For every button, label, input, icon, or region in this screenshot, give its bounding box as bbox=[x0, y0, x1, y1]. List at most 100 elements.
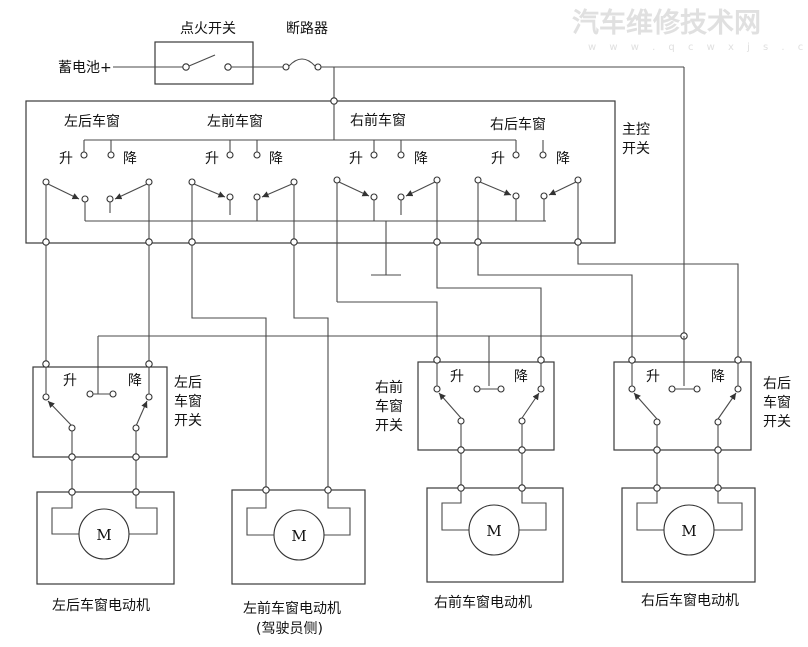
main-col-title-lf: 左前车窗 bbox=[207, 113, 263, 130]
dsw-lr-term-c bbox=[68, 453, 76, 461]
watermark-site: w w w . q c w x j s . c o m bbox=[588, 42, 808, 53]
main-lr-down-contact bbox=[107, 151, 115, 159]
dsw-rr-in-b bbox=[734, 385, 742, 393]
dsw-rr-blade-b bbox=[717, 392, 737, 420]
main-down-rr: 降 bbox=[556, 151, 570, 167]
dsw-rr-label-1: 右后 bbox=[763, 376, 791, 392]
motor-rr-lead-b bbox=[714, 491, 743, 531]
wire-rf-b bbox=[436, 245, 542, 360]
main-rf-down-contact bbox=[397, 151, 405, 159]
dsw-lr-label-2: 车窗 bbox=[174, 393, 202, 410]
ignition-label: 点火开关 bbox=[180, 21, 236, 37]
motor-rr-m: M bbox=[681, 522, 696, 540]
main-lr-blade-a bbox=[47, 183, 80, 200]
motor-lf-box bbox=[231, 489, 366, 585]
motor-lr-lead-a bbox=[51, 495, 79, 535]
main-up-rf: 升 bbox=[349, 151, 363, 167]
main-terminal-5 bbox=[433, 238, 441, 246]
main-lf-throw-b bbox=[253, 193, 261, 201]
wire-lf-b bbox=[293, 245, 329, 490]
motor-rr-label: 右后车窗电动机 bbox=[641, 592, 739, 609]
motor-rf-term-a bbox=[457, 484, 465, 492]
main-terminal-4 bbox=[290, 238, 298, 246]
wire-rr-b bbox=[577, 245, 739, 360]
dsw-rr-term-d bbox=[714, 446, 722, 454]
main-switch-label-1: 主控 bbox=[622, 122, 650, 138]
dsw-rr-blade-a bbox=[633, 392, 658, 420]
dsw-lr-pivot-b bbox=[132, 424, 140, 432]
ignition-switch-box bbox=[154, 41, 254, 85]
main-lf-blade-b bbox=[261, 183, 293, 198]
main-rf-throw-b bbox=[397, 193, 405, 201]
dsw-rr-term-a bbox=[628, 356, 636, 364]
dsw-lr-up: 升 bbox=[63, 373, 77, 389]
dsw-rr-term-b bbox=[734, 356, 742, 364]
main-rf-blade-a bbox=[338, 181, 370, 197]
motor-lr-term-b bbox=[132, 488, 140, 496]
dsw-rr-up-contact bbox=[668, 385, 676, 393]
dsw-rf-term-c bbox=[457, 446, 465, 454]
motor-rf-symbol bbox=[468, 504, 520, 556]
dsw-rr-down: 降 bbox=[711, 369, 725, 385]
motor-lr-m: M bbox=[96, 526, 111, 544]
main-rr-down-contact bbox=[539, 151, 547, 159]
motor-lf-term-b bbox=[324, 486, 332, 494]
main-down-rf: 降 bbox=[414, 151, 428, 167]
dsw-rf-up-contact bbox=[473, 385, 481, 393]
dsw-rr-term-c bbox=[653, 446, 661, 454]
motor-rr-box bbox=[621, 487, 756, 583]
dsw-rf-label-1: 右前 bbox=[375, 379, 403, 396]
dsw-rf-blade-a bbox=[438, 392, 462, 419]
breaker-symbol bbox=[288, 58, 316, 67]
motor-lr-label: 左后车窗电动机 bbox=[52, 597, 150, 614]
main-feed-node bbox=[330, 97, 338, 105]
main-lf-throw-a bbox=[226, 193, 234, 201]
motor-rr-symbol bbox=[663, 504, 715, 556]
main-down-lf: 降 bbox=[269, 151, 283, 167]
main-terminal-2 bbox=[145, 238, 153, 246]
main-lf-up-contact bbox=[226, 151, 234, 159]
motor-rf-lead-b bbox=[518, 491, 547, 531]
main-lr-throw-b bbox=[106, 195, 114, 203]
ign-blade bbox=[188, 54, 216, 67]
main-lr-blade-b bbox=[114, 183, 148, 200]
motor-rr-term-b bbox=[714, 484, 722, 492]
main-rr-blade-a bbox=[479, 181, 512, 196]
watermark-brand: 汽车维修技术网 bbox=[572, 7, 761, 39]
dsw-lr-label-3: 开关 bbox=[174, 413, 202, 429]
main-terminal-6 bbox=[474, 238, 482, 246]
dsw-rf-down-contact bbox=[497, 385, 505, 393]
dsw-lr-term-d bbox=[132, 453, 140, 461]
dsw-rf-label-2: 车窗 bbox=[375, 398, 403, 415]
door-switch-lr-box bbox=[32, 366, 168, 458]
main-terminal-7 bbox=[574, 238, 582, 246]
dsw-rf-pivot-a bbox=[457, 417, 465, 425]
main-col-title-lr: 左后车窗 bbox=[64, 113, 120, 130]
main-col-title-rr: 右后车窗 bbox=[490, 116, 546, 133]
dsw-rf-up: 升 bbox=[450, 369, 464, 385]
motor-rf-term-b bbox=[518, 484, 526, 492]
motor-lr-term-a bbox=[68, 488, 76, 496]
main-rf-up-contact bbox=[370, 151, 378, 159]
main-terminal-3 bbox=[188, 238, 196, 246]
main-up-lf: 升 bbox=[205, 151, 219, 167]
main-rr-throw-b bbox=[540, 192, 548, 200]
motor-lr-symbol bbox=[78, 508, 130, 560]
motor-rr-term-a bbox=[653, 484, 661, 492]
wire-rr-a bbox=[477, 245, 633, 360]
motor-lr-lead-b bbox=[129, 495, 158, 535]
dsw-rf-down: 降 bbox=[514, 369, 528, 385]
ign-contact-b bbox=[224, 63, 232, 71]
dsw-lr-pivot-a bbox=[68, 424, 76, 432]
main-col-title-rf: 右前车窗 bbox=[350, 112, 406, 129]
main-up-lr: 升 bbox=[59, 151, 73, 167]
door-switch-rf-box bbox=[417, 361, 555, 451]
breaker-label: 断路器 bbox=[286, 21, 328, 37]
dsw-lr-up-contact bbox=[86, 390, 94, 398]
breaker-contact-a bbox=[282, 63, 290, 71]
dsw-lr-in-a bbox=[42, 393, 50, 401]
motor-lf-lead-a bbox=[246, 493, 274, 536]
dsw-rf-pivot-b bbox=[518, 417, 526, 425]
